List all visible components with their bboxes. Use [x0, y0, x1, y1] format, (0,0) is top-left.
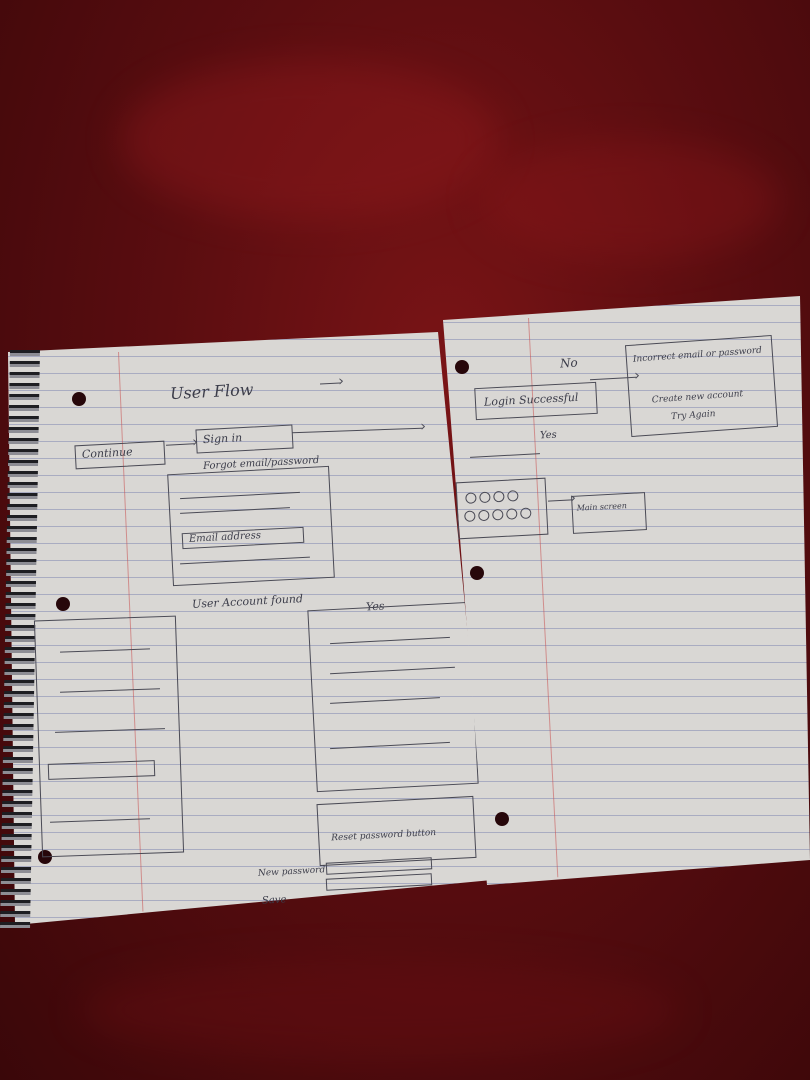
icon-row: [464, 507, 532, 522]
punch-hole: [470, 566, 484, 580]
continue-label: Continue: [81, 445, 133, 461]
login-result-box: Login Successful: [474, 381, 598, 421]
home-grid-box: [455, 477, 549, 540]
punch-hole: [56, 597, 70, 611]
save-label: Save: [261, 894, 287, 907]
fabric-fold: [120, 60, 500, 220]
reset-button-label: Reset password button: [331, 827, 437, 844]
fabric-fold: [80, 960, 680, 1060]
circle-icon: [492, 508, 504, 521]
icon-row: [465, 490, 519, 504]
fabric-fold: [480, 140, 780, 260]
circle-icon: [520, 507, 532, 520]
circle-icon: [507, 490, 519, 502]
punch-hole: [38, 850, 52, 864]
circle-icon: [479, 491, 491, 504]
punch-hole: [455, 360, 469, 374]
incorrect-note: Incorrect email or password: [632, 345, 763, 365]
punch-hole: [72, 392, 86, 406]
circle-icon: [465, 492, 477, 504]
circle-icon: [493, 490, 505, 503]
email-address-label: Email address: [188, 530, 262, 545]
main-screen-label: Main screen: [576, 501, 628, 513]
new-password-box: Reset password button: [316, 795, 477, 867]
yes-label: Yes: [539, 429, 558, 442]
circle-icon: [506, 508, 518, 520]
no-label: No: [559, 355, 579, 371]
sign-in-box: Sign in: [195, 424, 294, 454]
circle-icon: [464, 510, 476, 522]
punch-hole: [495, 812, 509, 826]
circle-icon: [478, 509, 490, 522]
login-success-label: Login Successful: [483, 390, 579, 409]
continue-box: Continue: [74, 440, 166, 470]
incorrect-login-box: Incorrect email or password Create new a…: [624, 334, 779, 438]
create-account-label: Create new account: [651, 389, 744, 406]
reset-email-box: [307, 601, 479, 793]
forgot-form-box: [167, 465, 335, 587]
main-screen-box: Main screen: [571, 492, 647, 534]
try-again-label: Try Again: [670, 409, 716, 423]
sign-in-label: Sign in: [202, 431, 243, 447]
